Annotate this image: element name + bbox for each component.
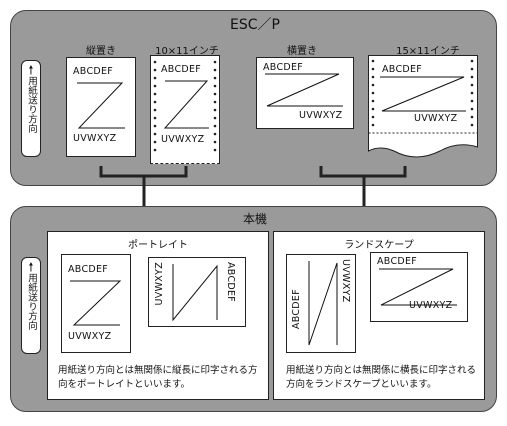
sample-top: ABCDEF xyxy=(68,264,109,275)
sample-top: ABCDEF xyxy=(377,256,418,267)
sample-bottom: UVWXYZ xyxy=(340,259,351,303)
sample-top: ABCDEF xyxy=(225,262,236,303)
z-mark xyxy=(172,264,218,322)
sheet-portrait: ABCDEF UVWXYZ xyxy=(66,57,136,157)
sample-bottom: UVWXYZ xyxy=(299,110,343,121)
feed-direction-bottom: 🠕 用紙送り方向 xyxy=(21,257,41,354)
portrait-title: ポートレイト xyxy=(128,240,188,251)
sample-bottom: UVWXYZ xyxy=(73,133,117,144)
tractor-holes xyxy=(153,60,217,152)
landscape-sheet-a-rotated: ABCDEF UVWXYZ xyxy=(286,254,356,353)
z-mark xyxy=(77,82,125,129)
sample-top: ABCDEF xyxy=(73,66,114,77)
label-landscape: 横置き xyxy=(287,46,317,57)
portrait-box: ポートレイト ABCDEF UVWXYZ UVWXYZ ABCDEF 用紙送り方… xyxy=(47,231,269,400)
sample-top: ABCDEF xyxy=(263,62,304,73)
portrait-sheet-b-rotated: UVWXYZ ABCDEF xyxy=(148,257,246,327)
landscape-box: ランドスケープ ABCDEF UVWXYZ ABCDEF UVWXYZ 用紙送り… xyxy=(273,231,485,400)
continuous-paper xyxy=(368,55,478,158)
sample-bottom: UVWXYZ xyxy=(409,300,453,311)
z-mark xyxy=(308,261,338,346)
feed-direction-label: 用紙送り方向 xyxy=(26,76,37,133)
feed-direction-top: 🠕 用紙送り方向 xyxy=(21,60,41,157)
portrait-sheet-a: ABCDEF UVWXYZ xyxy=(61,254,131,353)
z-mark xyxy=(265,73,343,107)
sample-top: ABCDEF xyxy=(382,64,423,75)
sheet-landscape-continuous: ABCDEF UVWXYZ xyxy=(368,55,478,163)
sheet-landscape: ABCDEF UVWXYZ xyxy=(256,57,354,129)
z-mark xyxy=(70,280,122,326)
sample-bottom: UVWXYZ xyxy=(68,331,112,342)
printer-title: 本機 xyxy=(242,212,267,226)
feed-direction-label: 用紙送り方向 xyxy=(26,273,37,330)
landscape-title: ランドスケープ xyxy=(344,240,414,251)
label-landscape-11: 15×11インチ xyxy=(396,46,460,57)
landscape-description: 用紙送り方向とは無関係に横長に印字される方向をランドスケープといいます。 xyxy=(286,365,477,390)
up-arrow-icon: 🠕 xyxy=(28,260,34,274)
label-portrait-11: 10×11インチ xyxy=(155,46,219,57)
portrait-description: 用紙送り方向とは無関係に縦長に印字される方向をポートレイトといいます。 xyxy=(58,365,258,390)
landscape-sheet-b: ABCDEF UVWXYZ xyxy=(370,252,468,322)
sheet-portrait-continuous: ABCDEF UVWXYZ xyxy=(150,55,220,164)
sample-top: ABCDEF xyxy=(161,64,202,75)
escp-title: ESC／P xyxy=(230,17,280,33)
sample-bottom: UVWXYZ xyxy=(161,134,205,145)
label-portrait: 縦置き xyxy=(86,46,116,57)
sample-bottom: UVWXYZ xyxy=(414,113,458,124)
z-mark xyxy=(379,268,457,306)
up-arrow-icon: 🠕 xyxy=(28,63,34,77)
